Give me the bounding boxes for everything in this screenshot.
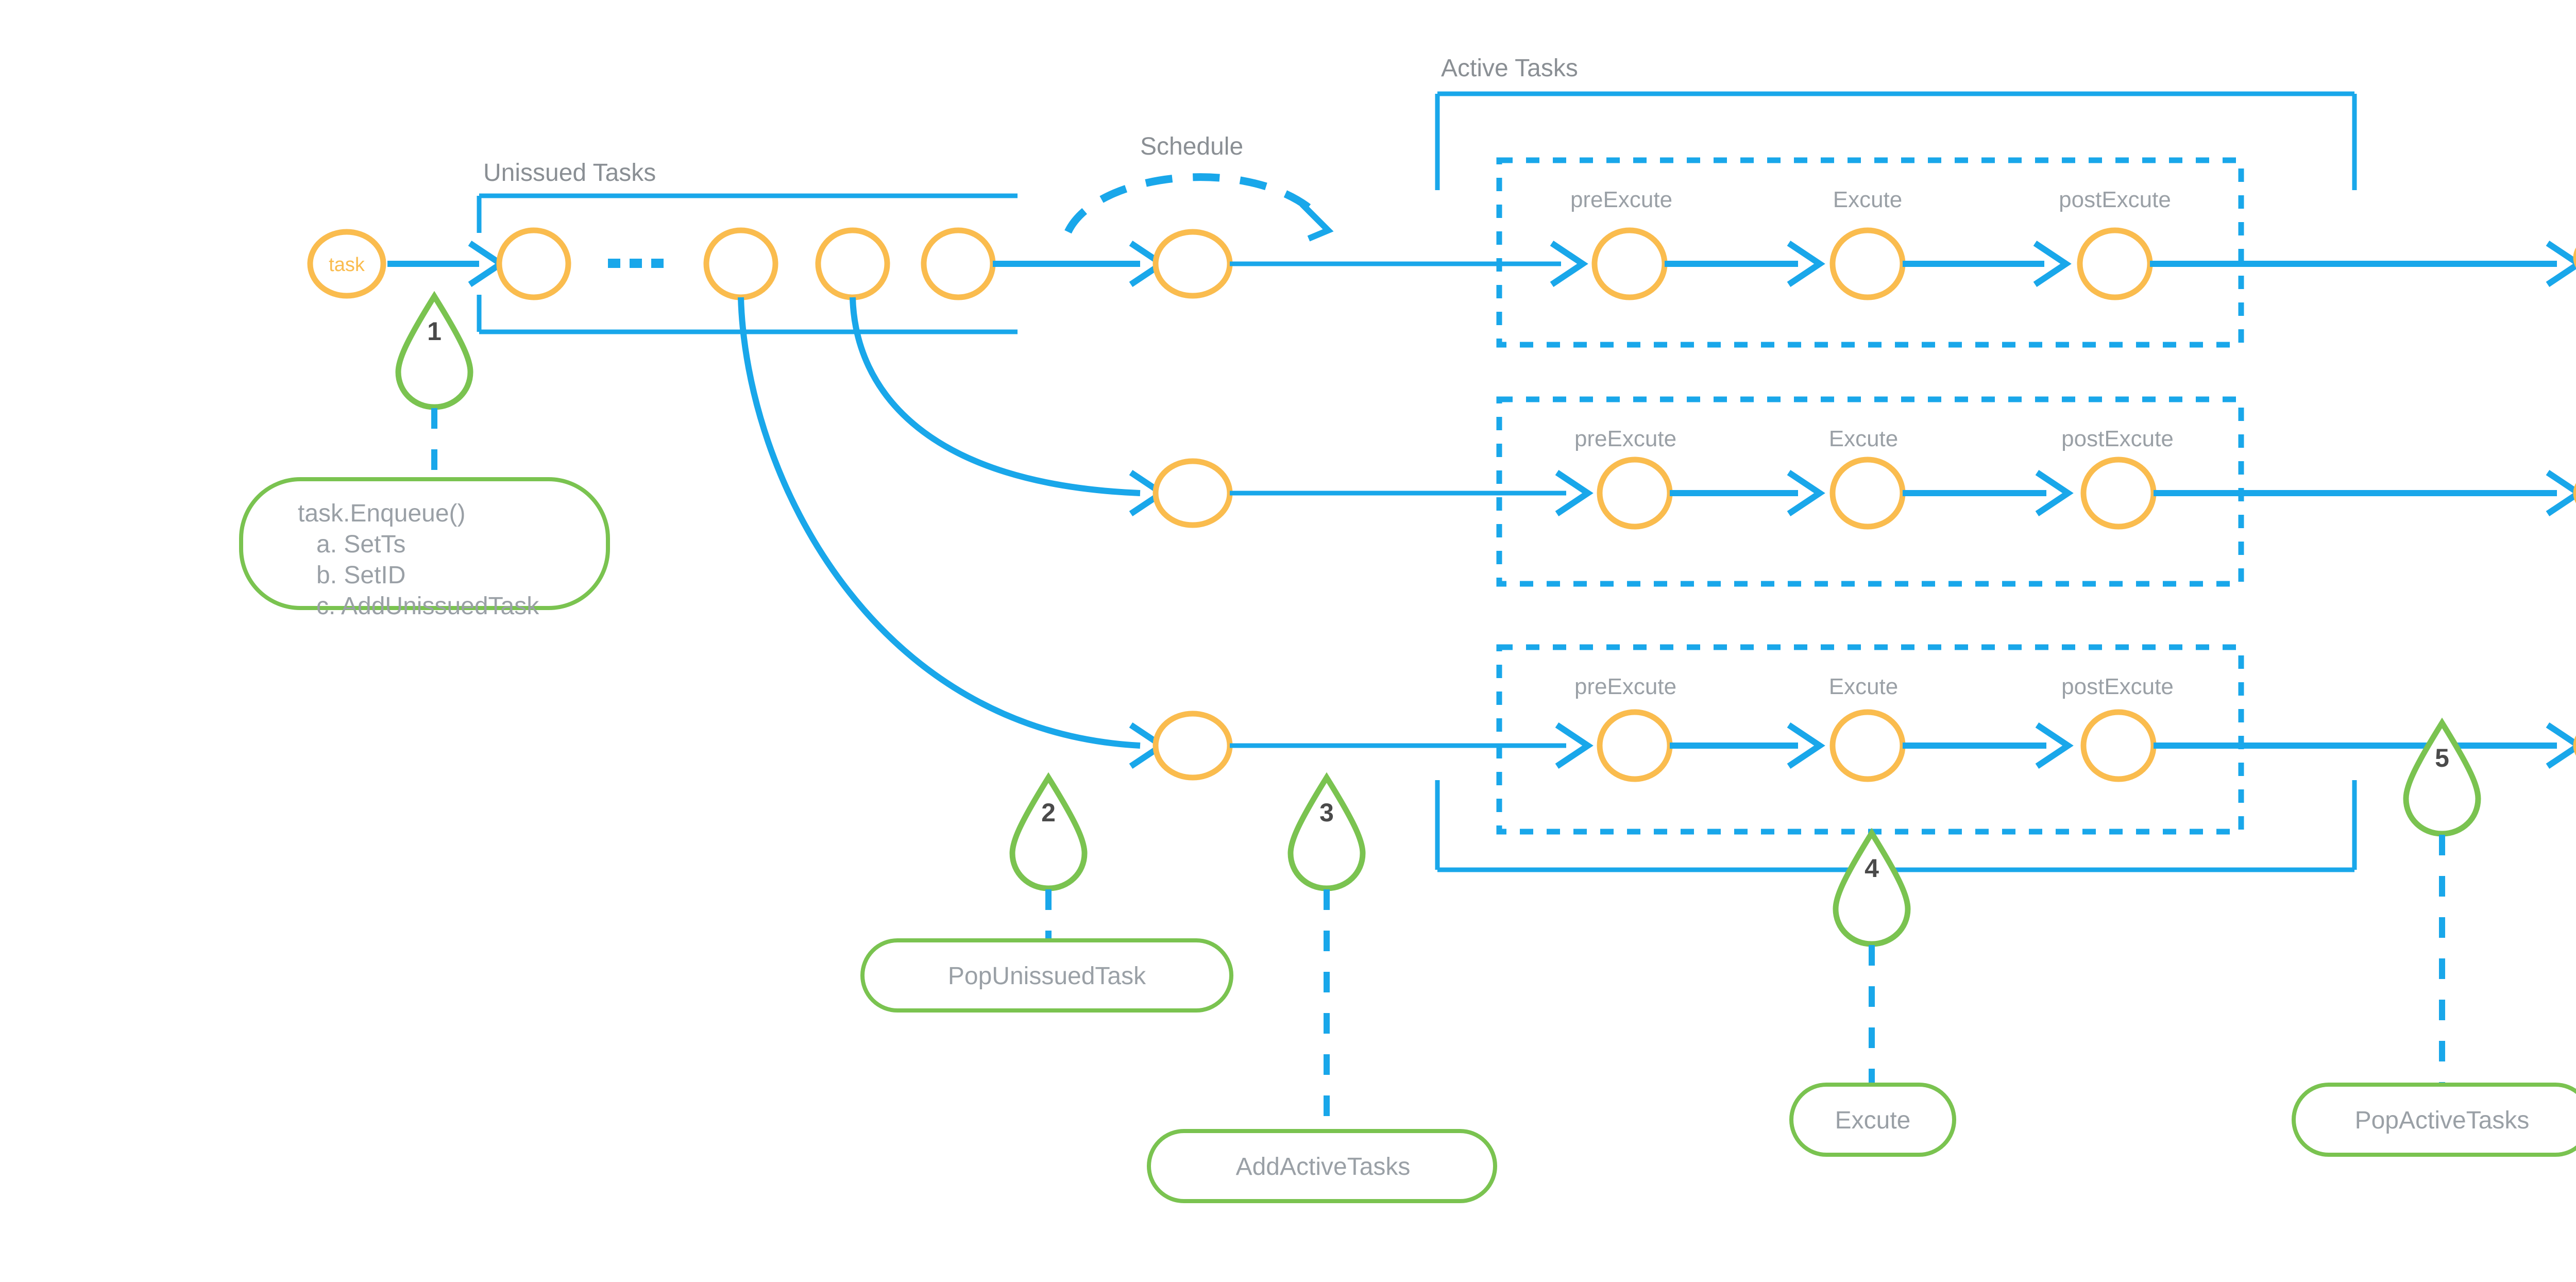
marker-3-drop[interactable] [1287,772,1366,891]
arrowhead-icon [2035,470,2074,516]
arrowhead-icon [1787,241,1825,287]
row3-stage-label-post: postExcute [2061,674,2174,699]
marker-4-drop[interactable] [1833,828,1911,947]
unissued-node-2[interactable] [703,227,778,300]
task-source-node[interactable] [307,229,386,299]
marker-3-group: 3 AddActiveTasks [1147,772,1497,1203]
row3-node-preexcute[interactable] [1597,709,1673,782]
active-tasks-group: Active Tasks [1435,55,2357,872]
row1-node-preexcute[interactable] [1591,227,1668,300]
marker-4-number: 4 [1865,854,1879,883]
arrowhead-icon [2033,241,2072,287]
marker-3-callout-box[interactable] [1147,1129,1497,1203]
row3-node-postexcute[interactable] [2080,709,2157,782]
marker-2-group: 2 PopUnissuedTask [860,772,1233,1013]
marker-5-callout-box[interactable] [2292,1083,2576,1157]
marker-5-drop[interactable] [2403,717,2481,837]
row3-entry-node[interactable] [1153,711,1233,781]
marker-1-group: 1 task.Enqueue() a. SetTs b. SetID c. Ad… [239,291,610,620]
arrowhead-icon [1550,241,1588,287]
marker-4-callout-label: Excute [1835,1107,1911,1134]
row1-entry-node[interactable] [1153,229,1233,299]
schedule-group: Schedule [1064,133,1334,242]
pipeline-row-1: preExcute Excute postExcute [1153,157,2576,348]
marker-1-number: 1 [427,317,442,346]
unissued-bracket-bottom [477,295,1018,334]
row1-dashed-box [1496,157,2244,348]
active-bracket-bottom [1435,780,2357,872]
arrowhead-icon [2035,722,2074,769]
active-bracket-top [1435,91,2357,190]
queue-branch-connectors [738,297,1167,769]
arrowhead-icon [2546,470,2576,516]
unissued-tasks-group: Unissued Tasks task [307,159,1167,334]
row2-node-postexcute[interactable] [2080,457,2157,530]
marker-3-number: 3 [1319,798,1334,827]
row2-node-excute[interactable] [1829,457,1906,530]
pipeline-row-3: preExcute Excute postExcute [1153,644,2576,835]
row2-node-preexcute[interactable] [1597,457,1673,530]
queue-ellipsis-icon [608,259,664,268]
active-tasks-label: Active Tasks [1441,55,1578,82]
row2-stage-label-exec: Excute [1829,426,1899,451]
row3-stage-label-exec: Excute [1829,674,1899,699]
row1-stage-label-pre: preExcute [1570,187,1672,212]
arrowhead-icon [1555,722,1594,769]
marker-1-callout-title: task.Enqueue() [298,500,466,527]
marker-5-callout-label: PopActiveTasks [2355,1107,2530,1134]
arrowhead-icon [1787,470,1825,516]
schedule-label: Schedule [1140,133,1243,160]
unissued-bracket-top [477,193,1018,233]
row2-entry-node[interactable] [1153,458,1233,528]
row2-stage-label-post: postExcute [2061,426,2174,451]
marker-1-callout-item-a: a. SetTs [316,531,405,558]
marker-1-callout-item-c: c. AddUnissuedTask [316,593,539,620]
marker-2-drop[interactable] [1009,772,1088,891]
unissued-node-1[interactable] [496,227,571,300]
marker-4-group: 4 Excute [1789,828,1956,1157]
task-source-label: task [329,254,365,276]
marker-4-callout-box[interactable] [1789,1083,1956,1157]
marker-3-callout-label: AddActiveTasks [1236,1153,1411,1180]
row3-node-excute[interactable] [1829,709,1906,782]
marker-1-drop[interactable] [395,291,473,410]
marker-2-number: 2 [1041,798,1056,827]
arrowhead-icon [2546,241,2576,287]
row1-stage-label-post: postExcute [2059,187,2171,212]
row3-stage-label-pre: preExcute [1574,674,1676,699]
arrowhead-icon [1299,201,1334,242]
row2-stage-label-pre: preExcute [1574,426,1676,451]
row1-stage-label-exec: Excute [1833,187,1903,212]
marker-5-group: 5 PopActiveTasks [2292,717,2576,1157]
marker-1-callout-item-b: b. SetID [316,562,405,589]
queue-to-row3-curve [738,297,1141,749]
schedule-arc [1064,173,1322,234]
queue-to-row2-curve [850,297,1141,496]
row1-node-excute[interactable] [1829,227,1906,300]
marker-2-callout-label: PopUnissuedTask [948,963,1146,990]
row1-node-postexcute[interactable] [2077,227,2153,300]
arrowhead-icon [1787,722,1825,769]
marker-5-number: 5 [2435,744,2449,772]
marker-2-callout-box[interactable] [860,938,1233,1013]
pipeline-row-2: preExcute Excute postExcute [1153,396,2576,587]
unissued-node-3[interactable] [815,227,890,300]
unissued-node-4[interactable] [921,227,996,300]
marker-1-callout-box[interactable] [239,477,610,610]
arrowhead-icon [1555,470,1594,516]
unissued-tasks-label: Unissued Tasks [483,159,656,187]
arrowhead-icon [2546,722,2576,769]
